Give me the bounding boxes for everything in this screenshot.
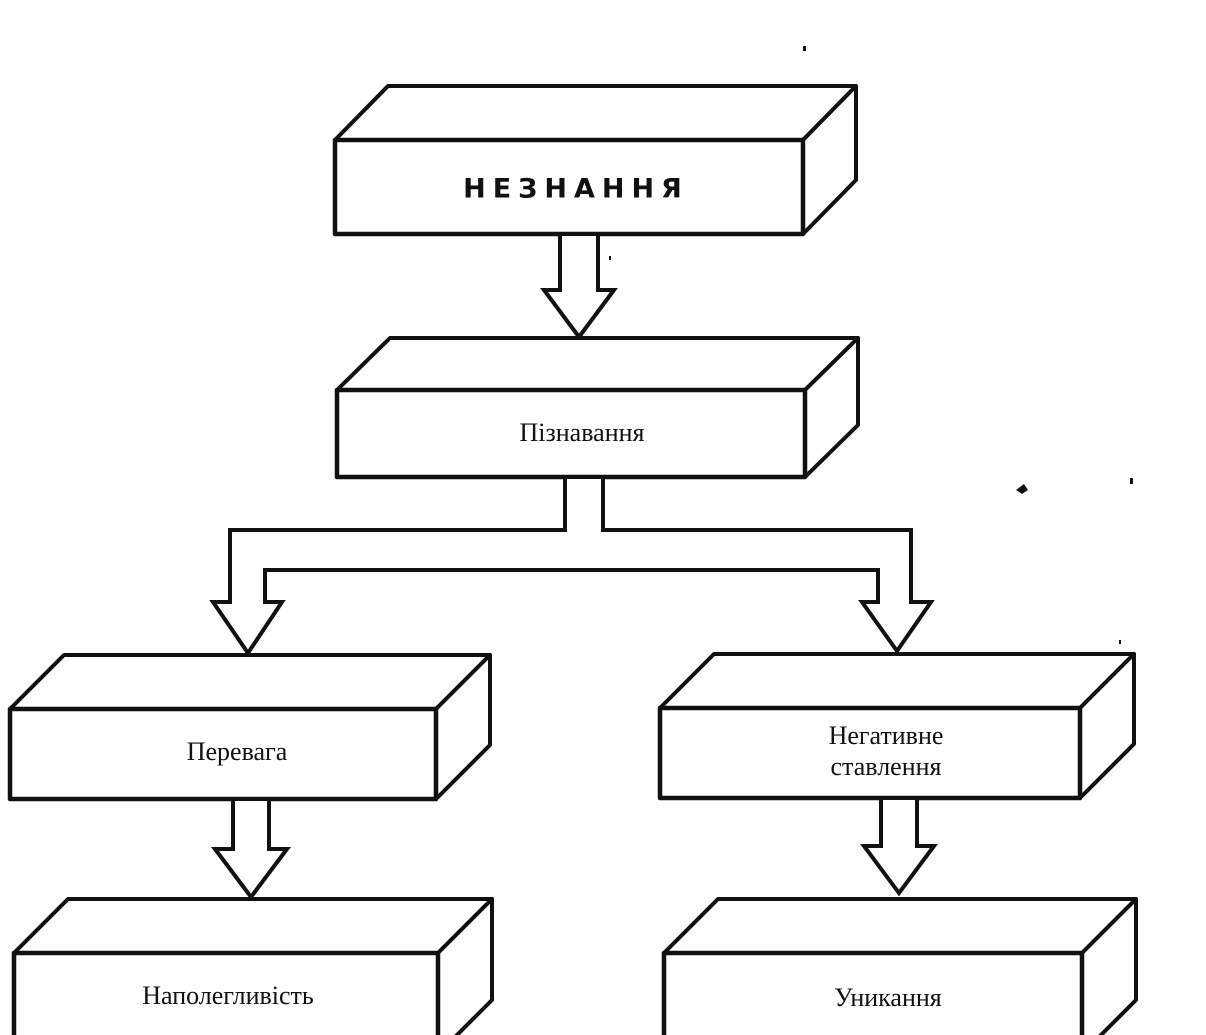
- node-avoidance: Уникання: [661, 897, 1138, 1035]
- box-front-face: [7, 706, 439, 802]
- speck: [803, 46, 806, 51]
- arrow-down: [540, 232, 618, 341]
- scan-specks: [609, 46, 1133, 644]
- node-preference: Перевага: [7, 653, 492, 802]
- arrow-down: [860, 796, 938, 897]
- box-front-face: [661, 950, 1085, 1035]
- box-front-face: [332, 137, 806, 237]
- node-root: НЕЗНАННЯ: [332, 84, 858, 237]
- speck: [609, 256, 611, 260]
- node-cognition: Пізнавання: [334, 336, 860, 480]
- node-negative-label-line1: Негативне: [829, 721, 944, 750]
- node-cognition-label: Пізнавання: [520, 418, 645, 447]
- box-top-face: [8, 653, 492, 711]
- node-avoidance-label: Уникання: [834, 983, 942, 1012]
- node-persistence: Наполегливість: [11, 897, 494, 1035]
- node-preference-label: Перевага: [187, 737, 288, 766]
- speck: [1130, 478, 1133, 484]
- box-top-face: [662, 897, 1138, 955]
- branch-arrow: [209, 475, 935, 657]
- box-top-face: [12, 897, 494, 955]
- node-root-label: НЕЗНАННЯ: [463, 174, 689, 205]
- node-negative-label-line2: ставлення: [831, 752, 942, 781]
- speck: [1119, 640, 1121, 644]
- box-top-face: [333, 84, 858, 142]
- node-persistence-label: Наполегливість: [142, 981, 314, 1010]
- box-top-face: [658, 652, 1136, 710]
- box-top-face: [335, 336, 860, 392]
- box-front-face: [657, 705, 1083, 801]
- node-negative: Негативне ставлення: [657, 652, 1136, 801]
- speck: [1016, 484, 1028, 494]
- box-front-face: [11, 950, 441, 1035]
- arrow-down: [211, 797, 291, 901]
